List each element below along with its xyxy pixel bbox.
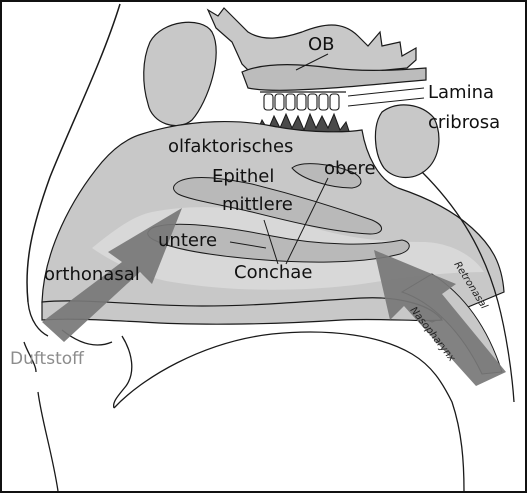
label-epithel: Epithel: [212, 166, 274, 187]
chin-outline: [38, 392, 58, 491]
label-obere: obere: [324, 158, 376, 179]
frontal-sinus: [144, 22, 216, 125]
tongue-outline: [114, 332, 464, 491]
lamina-cribrosa: [264, 94, 339, 110]
label-cribrosa: cribrosa: [428, 112, 500, 133]
label-ob: OB: [308, 34, 335, 55]
lamina-pointer-lines: [348, 88, 424, 106]
upper-lip-outline: [24, 336, 132, 408]
label-untere: untere: [158, 230, 217, 251]
label-olfaktorisches: olfaktorisches: [168, 136, 293, 157]
label-orthonasal: orthonasal: [44, 264, 140, 285]
label-lamina: Lamina: [428, 82, 494, 103]
label-conchae: Conchae: [234, 262, 312, 283]
label-mittlere: mittlere: [222, 194, 293, 215]
label-duftstoff: Duftstoff: [10, 349, 85, 369]
